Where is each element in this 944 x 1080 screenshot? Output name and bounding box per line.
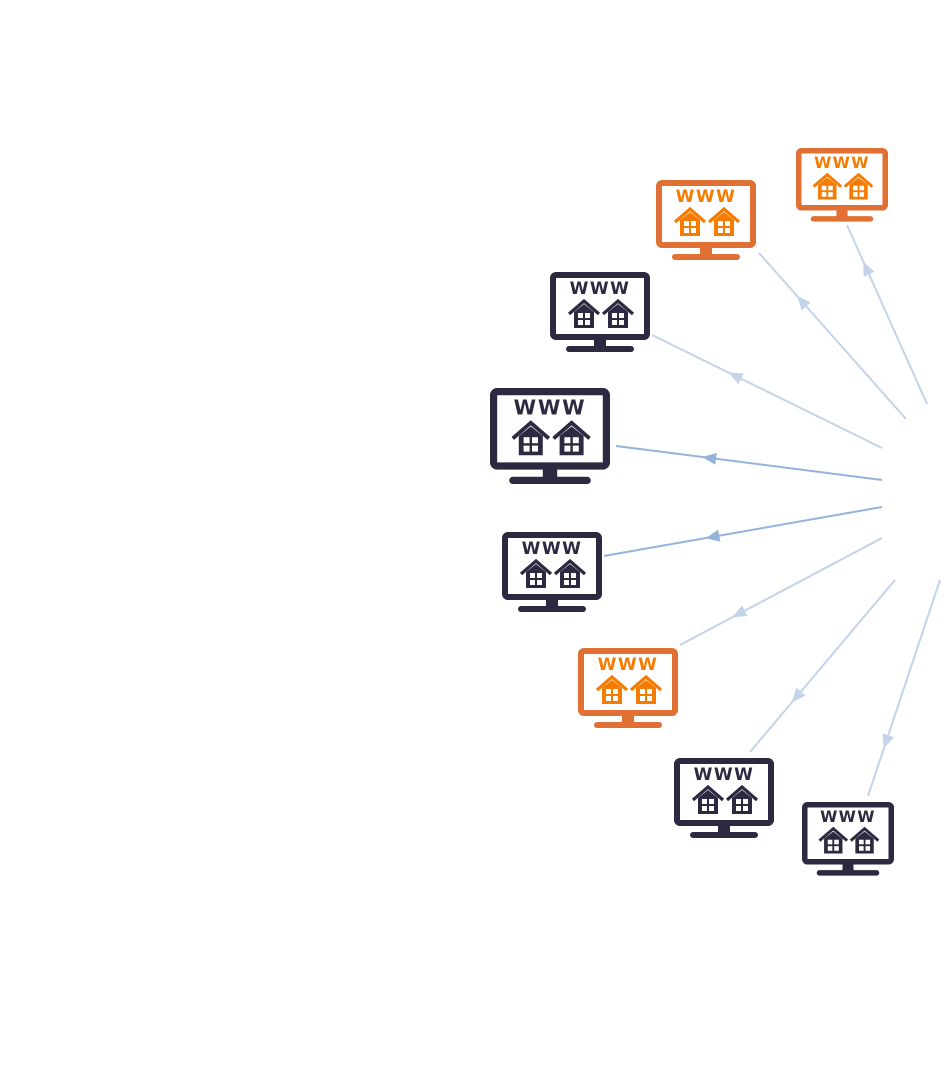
connection-arrow xyxy=(758,252,907,420)
house-icon xyxy=(601,298,635,328)
connection-arrow xyxy=(679,537,883,646)
arrowhead-icon xyxy=(732,605,748,618)
website-monitor-site-7: WWW xyxy=(674,758,774,838)
house-icon xyxy=(707,206,741,236)
arrowhead-icon xyxy=(702,452,717,465)
house-icon xyxy=(818,826,849,854)
arrowhead-icon xyxy=(863,261,875,277)
arrowhead-icon xyxy=(796,295,811,311)
website-monitor-site-6: WWW xyxy=(578,648,678,728)
website-monitor-site-8: WWW xyxy=(802,802,895,876)
house-icon xyxy=(553,558,587,588)
website-monitor-site-4: WWW xyxy=(490,388,611,484)
arrowhead-icon xyxy=(882,733,894,749)
house-icon xyxy=(511,420,551,456)
house-icon xyxy=(629,674,663,704)
website-monitor-site-1: WWW xyxy=(796,148,889,222)
connection-arrow xyxy=(603,506,883,557)
connection-arrow xyxy=(867,579,941,797)
connection-arrow xyxy=(615,445,883,481)
house-icon xyxy=(519,558,553,588)
house-icon xyxy=(812,172,843,200)
house-icon xyxy=(725,784,759,814)
website-monitor-site-5: WWW xyxy=(502,532,602,612)
connection-arrow xyxy=(651,334,883,449)
house-icon xyxy=(673,206,707,236)
www-label: WWW xyxy=(814,153,870,172)
connection-arrow xyxy=(749,579,896,753)
arrowhead-icon xyxy=(705,529,721,542)
connection-arrow xyxy=(846,224,928,405)
house-icon xyxy=(843,172,874,200)
house-icon xyxy=(595,674,629,704)
website-monitor-site-2: WWW xyxy=(656,180,756,260)
house-icon xyxy=(552,420,591,456)
house-icon xyxy=(567,298,601,328)
arrowhead-icon xyxy=(791,687,806,703)
website-monitor-site-3: WWW xyxy=(550,272,650,352)
www-label: WWW xyxy=(570,279,631,299)
house-icon xyxy=(691,784,725,814)
www-label: WWW xyxy=(676,187,737,207)
www-label: WWW xyxy=(522,539,583,559)
www-label: WWW xyxy=(694,765,755,785)
www-label: WWW xyxy=(514,395,587,419)
house-icon xyxy=(849,826,880,854)
arrowhead-icon xyxy=(728,372,744,385)
www-label: WWW xyxy=(598,655,659,675)
www-label: WWW xyxy=(820,807,876,826)
